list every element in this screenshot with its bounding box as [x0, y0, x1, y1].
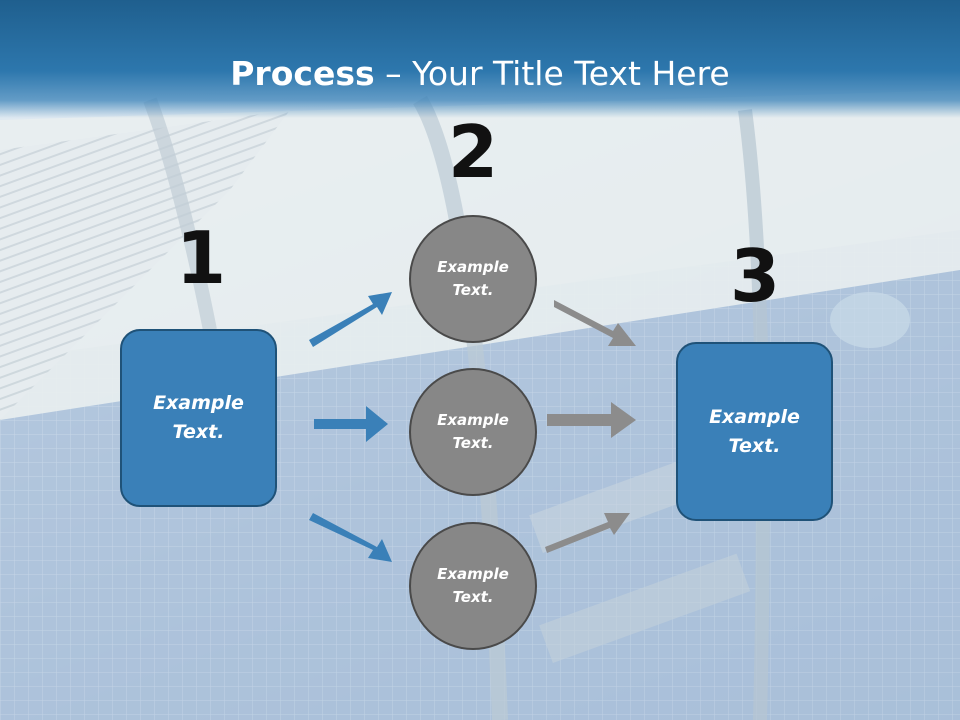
title-bold: Process [230, 54, 375, 93]
gray-arrow-up [545, 513, 630, 553]
step-box-1-line1: Example [153, 392, 244, 414]
circle-middle-line2: Text. [452, 434, 494, 452]
gray-arrow-right [547, 402, 636, 438]
circle-top-line1: Example [437, 258, 509, 276]
title-rest: – Your Title Text Here [374, 54, 730, 93]
title-bar [0, 0, 960, 118]
slide-title: Process – Your Title Text Here [0, 52, 960, 96]
blue-arrow-down [309, 513, 392, 562]
gray-arrow-down [554, 300, 636, 346]
step-box-3-line2: Text. [728, 434, 781, 457]
step-number-1: 1 [176, 216, 227, 300]
blue-arrow-right [314, 406, 388, 442]
circle-middle-line1: Example [437, 411, 509, 429]
step-box-3-line1: Example [709, 405, 800, 428]
circle-bottom-line1: Example [437, 565, 509, 583]
blue-arrow-up [309, 292, 392, 347]
step-number-2: 2 [448, 110, 499, 194]
circle-bottom-line2: Text. [452, 588, 494, 606]
step-box-1-line2: Text. [172, 421, 225, 443]
circle-top-line2: Text. [452, 281, 494, 299]
step-number-3: 3 [730, 234, 781, 318]
